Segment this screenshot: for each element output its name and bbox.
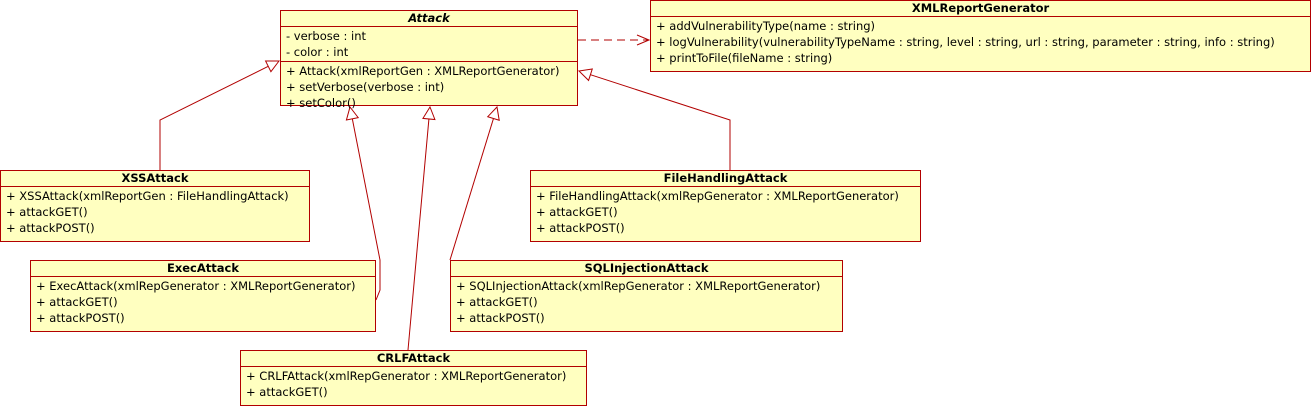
operation-row: + attackGET() — [36, 295, 118, 309]
operation-row: + printToFile(fileName : string) — [656, 51, 833, 65]
dependency-attack-to-xml_report_generator — [578, 34, 651, 46]
operation-row: + Attack(xmlReportGen : XMLReportGenerat… — [286, 64, 560, 78]
generalization-crlf_attack-to-attack — [407, 105, 436, 351]
operations-compartment: + SQLInjectionAttack(xmlRepGenerator : X… — [451, 277, 842, 327]
attribute-row: - color : int — [286, 45, 349, 59]
operation-row: + CRLFAttack(xmlRepGenerator : XMLReport… — [246, 369, 567, 383]
operations-compartment: + CRLFAttack(xmlRepGenerator : XMLReport… — [241, 367, 586, 401]
dependency-arrowhead — [636, 34, 651, 46]
class-name: CRLFAttack — [241, 351, 586, 367]
operation-row: + addVulnerabilityType(name : string) — [656, 19, 876, 33]
operation-row: + logVulnerability(vulnerabilityTypeName… — [656, 35, 1275, 49]
attributes-compartment: - verbose : int - color : int — [281, 27, 577, 61]
operation-row: + setVerbose(verbose : int) — [286, 80, 445, 94]
operation-row: + FileHandlingAttack(xmlRepGenerator : X… — [536, 189, 899, 203]
attribute-row: - verbose : int — [286, 29, 366, 43]
operations-compartment: + XSSAttack(xmlReportGen : FileHandlingA… — [1, 187, 309, 237]
operation-row: + XSSAttack(xmlReportGen : FileHandlingA… — [6, 189, 289, 203]
operation-row: + attackPOST() — [456, 311, 545, 325]
generalization-file_handling_attack-to-attack — [577, 68, 731, 170]
class-xss-attack[interactable]: XSSAttack + XSSAttack(xmlReportGen : File… — [0, 170, 310, 242]
class-crlf-attack[interactable]: CRLFAttack + CRLFAttack(xmlRepGenerator :… — [240, 350, 587, 406]
generalization-arrowhead — [577, 68, 593, 82]
class-sql-injection-attack[interactable]: SQLInjectionAttack + SQLInjectionAttack(x… — [450, 260, 843, 332]
operation-row: + attackPOST() — [36, 311, 125, 325]
operations-compartment: + FileHandlingAttack(xmlRepGenerator : X… — [531, 187, 920, 237]
generalization-exec_attack-to-attack — [345, 105, 381, 301]
generalization-arrowhead — [422, 105, 436, 121]
class-attack[interactable]: Attack - verbose : int - color : int + Atta… — [280, 10, 578, 110]
operation-row: + SQLInjectionAttack(xmlRepGenerator : X… — [456, 279, 821, 293]
generalization-arrowhead — [264, 60, 281, 73]
class-xml-report-generator[interactable]: XMLReportGenerator+ addVulnerabilityType… — [650, 0, 1311, 72]
operation-row: + attackPOST() — [536, 221, 625, 235]
operation-row: + attackGET() — [6, 205, 88, 219]
generalization-arrowhead — [345, 105, 360, 121]
operations-compartment: + addVulnerabilityType(name : string) + l… — [651, 17, 1310, 67]
operations-compartment: + Attack(xmlReportGen : XMLReportGenerat… — [281, 61, 577, 112]
operation-row: + attackGET() — [456, 295, 538, 309]
class-name: Attack — [281, 11, 577, 27]
operation-row: + attackGET() — [536, 205, 618, 219]
generalization-arrowhead — [486, 105, 500, 121]
class-exec-attack[interactable]: ExecAttack + ExecAttack(xmlRepGenerator :… — [30, 260, 376, 332]
generalization-sql_injection_attack-to-attack — [449, 105, 500, 261]
operations-compartment: + ExecAttack(xmlRepGenerator : XMLReport… — [31, 277, 375, 327]
class-name: XMLReportGenerator — [651, 1, 1310, 17]
class-name: SQLInjectionAttack — [451, 261, 842, 277]
operation-row: + attackGET() — [246, 385, 328, 399]
class-name: XSSAttack — [1, 171, 309, 187]
operation-row: + attackPOST() — [6, 221, 95, 235]
class-name: ExecAttack — [31, 261, 375, 277]
class-file-handling-attack[interactable]: FileHandlingAttack + FileHandlingAttack(x… — [530, 170, 921, 242]
operation-row: + setColor() — [286, 96, 356, 110]
generalization-xss_attack-to-attack — [159, 60, 281, 170]
class-name: FileHandlingAttack — [531, 171, 920, 187]
operation-row: + ExecAttack(xmlRepGenerator : XMLReport… — [36, 279, 356, 293]
